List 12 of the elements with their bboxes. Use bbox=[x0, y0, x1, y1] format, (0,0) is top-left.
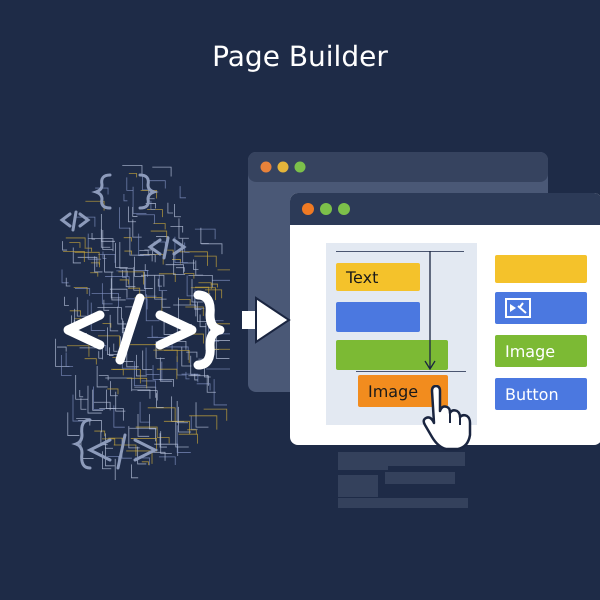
text-block: Text bbox=[336, 263, 420, 291]
content-block bbox=[495, 255, 587, 283]
browser-window bbox=[290, 193, 600, 445]
content-block bbox=[495, 292, 587, 324]
content-block bbox=[336, 302, 420, 332]
text-block: Button bbox=[495, 378, 587, 410]
block-arrow bbox=[242, 297, 290, 343]
content-block bbox=[336, 340, 448, 370]
canvas-panel bbox=[326, 243, 477, 425]
text-block: Image bbox=[358, 375, 448, 407]
text-block: Image bbox=[495, 335, 587, 367]
title: Page Builder bbox=[211, 40, 389, 73]
